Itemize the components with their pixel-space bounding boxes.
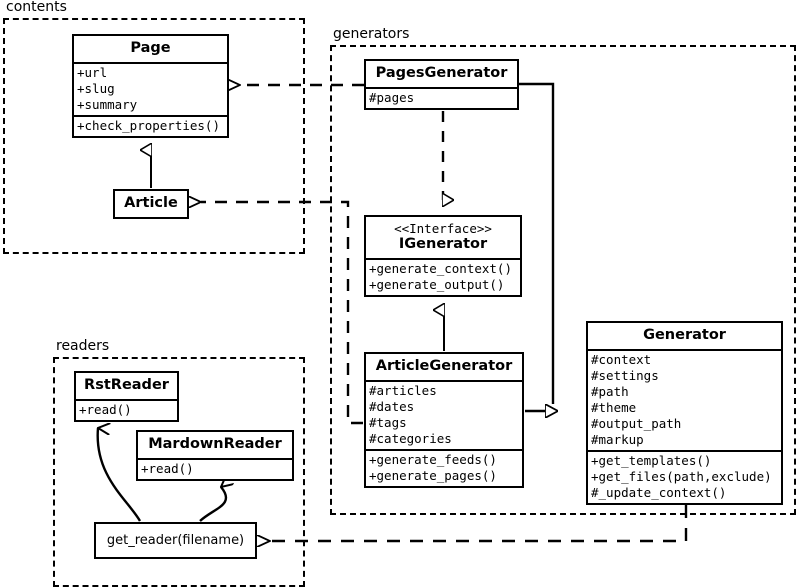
class-page-attributes: +url +slug +summary [74,61,227,115]
class-igenerator-title: IGenerator [398,236,488,252]
attribute: #theme [591,399,637,415]
line-generator-aggregates-pagesgenerator [519,82,555,404]
class-pagesgenerator[interactable]: PagesGenerator #pages [364,59,519,110]
operation: +read() [141,460,194,476]
attribute: #output_path [591,415,682,431]
operation: +read() [79,401,132,417]
line-articlegenerator-depends-article [201,202,363,425]
package-contents [3,18,305,254]
operation: #_update_context() [591,484,727,500]
line-getreader-creates-mardownreader [199,487,226,522]
class-article[interactable]: Article [113,189,189,219]
class-articlegenerator-name: ArticleGenerator [375,358,513,374]
class-igenerator-stereotype: <<Interface>> [394,221,492,236]
operation: +generate_output() [369,276,505,292]
line-getreader-creates-rstreader [98,428,142,522]
operation: +generate_context() [369,260,512,276]
class-articlegenerator-attributes: #articles #dates #tags #categories [366,379,522,449]
attribute: #articles [369,382,437,398]
package-contents-label: contents [4,0,69,15]
operation: +check_properties() [77,117,220,133]
operation: +get_templates() [591,452,712,468]
attribute: #pages [369,89,415,105]
attribute: #dates [369,398,415,414]
class-igenerator-name: <<Interface>> IGenerator [366,217,520,258]
class-igenerator[interactable]: <<Interface>> IGenerator +generate_conte… [364,215,522,297]
class-pagesgenerator-name: PagesGenerator [375,65,508,81]
class-mardownreader[interactable]: MardownReader +read() [136,430,294,481]
class-igenerator-operations: +generate_context() +generate_output() [366,257,520,295]
class-mardownreader-operations: +read() [138,457,292,479]
function-get-reader[interactable]: get_reader(filename) [94,522,257,559]
operation: +generate_pages() [369,467,497,483]
attribute: #settings [591,367,659,383]
attribute: #context [591,351,652,367]
class-generator-name: Generator [643,327,726,343]
attribute: #categories [369,430,452,446]
class-rstreader-name: RstReader [84,377,169,393]
attribute: +summary [77,96,138,112]
class-rstreader[interactable]: RstReader +read() [74,371,179,422]
operation: +generate_feeds() [369,451,497,467]
attribute: #markup [591,431,644,447]
class-page-name: Page [130,40,171,56]
attribute: +slug [77,80,115,96]
class-generator-operations: +get_templates() +get_files(path,exclude… [588,449,781,503]
class-pagesgenerator-attributes: #pages [366,86,517,108]
class-page-operations: +check_properties() [74,114,227,136]
class-article-name: Article [124,195,178,211]
class-rstreader-operations: +read() [76,398,177,420]
package-generators [330,45,796,515]
attribute: #tags [369,414,407,430]
operation: +get_files(path,exclude) [591,468,772,484]
package-generators-label: generators [331,26,412,42]
class-mardownreader-name: MardownReader [148,436,282,452]
attribute: +url [77,64,108,80]
class-page[interactable]: Page +url +slug +summary +check_properti… [72,34,229,138]
class-generator-attributes: #context #settings #path #theme #output_… [588,348,781,450]
attribute: #path [591,383,629,399]
class-articlegenerator-operations: +generate_feeds() +generate_pages() [366,448,522,486]
class-articlegenerator[interactable]: ArticleGenerator #articles #dates #tags … [364,352,524,488]
package-readers-label: readers [54,338,112,354]
class-generator[interactable]: Generator #context #settings #path #them… [586,321,783,505]
line-generator-depends-getreader [270,505,688,541]
